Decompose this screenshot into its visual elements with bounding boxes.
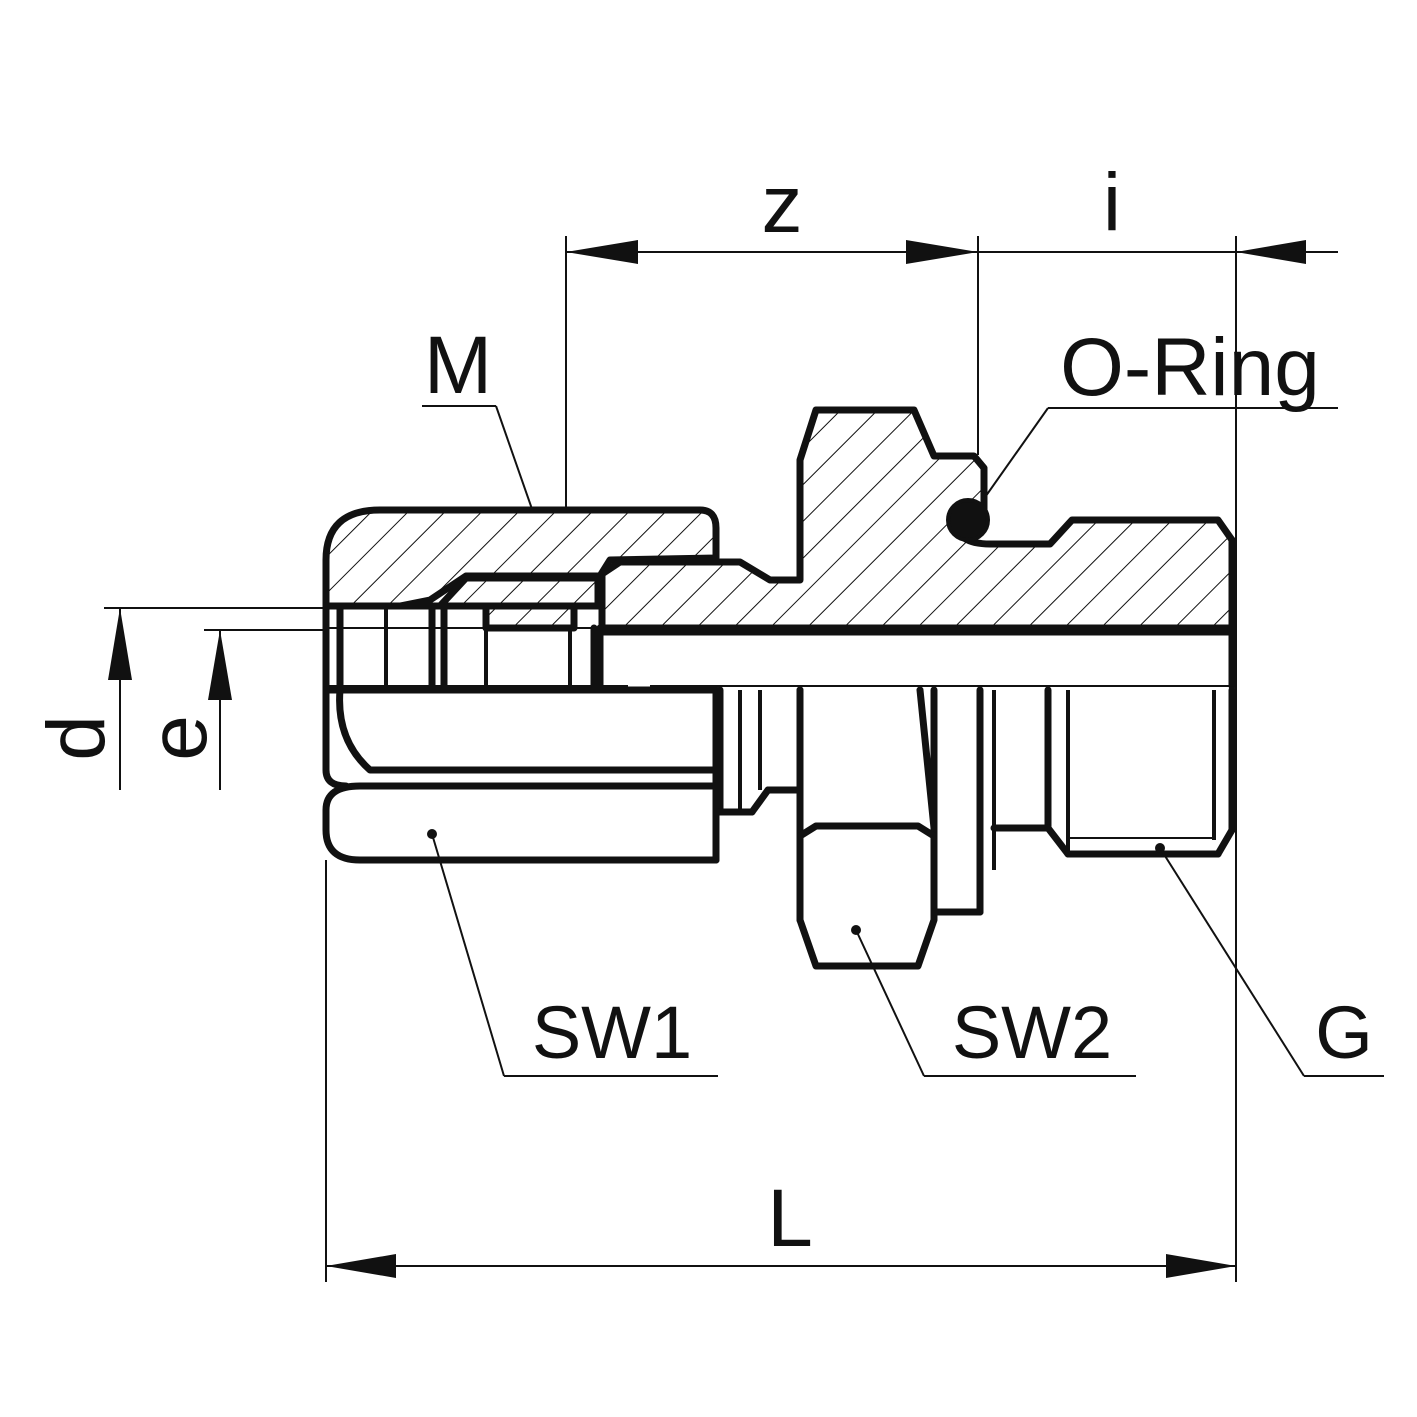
- label-g: G: [1315, 991, 1373, 1074]
- tube-inside: [322, 602, 606, 694]
- label-d: d: [31, 715, 122, 761]
- label-o-ring: O-Ring: [1060, 322, 1320, 413]
- dimension-i: [978, 236, 1338, 520]
- leader-sw1: [431, 833, 718, 1077]
- label-sw2: SW2: [952, 991, 1112, 1074]
- dimension-l: [325, 520, 1237, 1282]
- label-m: M: [424, 320, 492, 411]
- leader-g: [1159, 847, 1384, 1077]
- label-sw1: SW1: [532, 991, 692, 1074]
- label-e: e: [133, 715, 224, 761]
- dimension-d: [104, 607, 326, 790]
- o-ring-circle: [948, 500, 988, 540]
- hex-body-view: [796, 686, 996, 970]
- stud-thread-view: [990, 686, 1236, 858]
- dimension-e: [204, 629, 326, 790]
- leader-sw2: [855, 929, 1136, 1077]
- neck-view: [716, 686, 804, 816]
- label-l: L: [767, 1173, 813, 1264]
- leader-o-ring: [975, 407, 1338, 511]
- union-nut-view: [322, 686, 720, 864]
- label-i: i: [1103, 157, 1121, 248]
- label-z: z: [762, 159, 803, 250]
